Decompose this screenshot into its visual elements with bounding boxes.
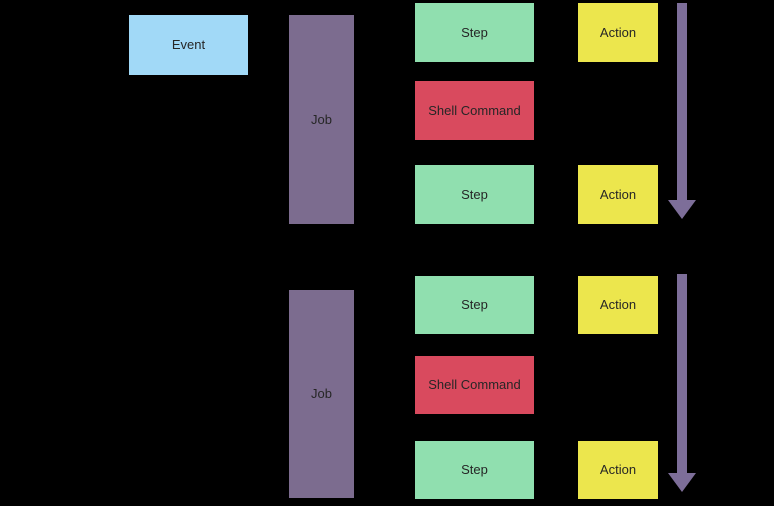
job-label: Job [311, 386, 332, 402]
shell-command-node: Shell Command [415, 81, 534, 140]
action-node: Action [578, 441, 658, 499]
job-label: Job [311, 111, 332, 127]
job-node: Job [289, 15, 354, 224]
step-label: Step [461, 462, 488, 478]
arrow-shaft [676, 3, 687, 200]
action-node: Action [578, 3, 658, 62]
arrow-head [667, 200, 696, 219]
action-node: Action [578, 276, 658, 334]
action-label: Action [599, 297, 637, 313]
arrow-head [667, 473, 696, 492]
shell-command-node: Shell Command [415, 356, 534, 414]
step-label: Step [461, 186, 488, 202]
action-label: Action [599, 186, 637, 202]
arrow-shaft [676, 274, 687, 473]
action-label: Action [599, 462, 637, 478]
step-node: Step [415, 441, 534, 499]
shell-command-label: Shell Command [428, 102, 521, 118]
action-label: Action [599, 24, 637, 40]
job-node: Job [289, 290, 354, 498]
event-label: Event [171, 37, 206, 53]
step-node: Step [415, 165, 534, 224]
action-node: Action [578, 165, 658, 224]
step-node: Step [415, 276, 534, 334]
flow-arrow-down-icon [667, 3, 696, 219]
step-label: Step [461, 297, 488, 313]
step-node: Step [415, 3, 534, 62]
event-node: Event [129, 15, 248, 75]
shell-command-label: Shell Command [428, 377, 521, 393]
step-label: Step [461, 24, 488, 40]
flow-arrow-down-icon [667, 274, 696, 492]
